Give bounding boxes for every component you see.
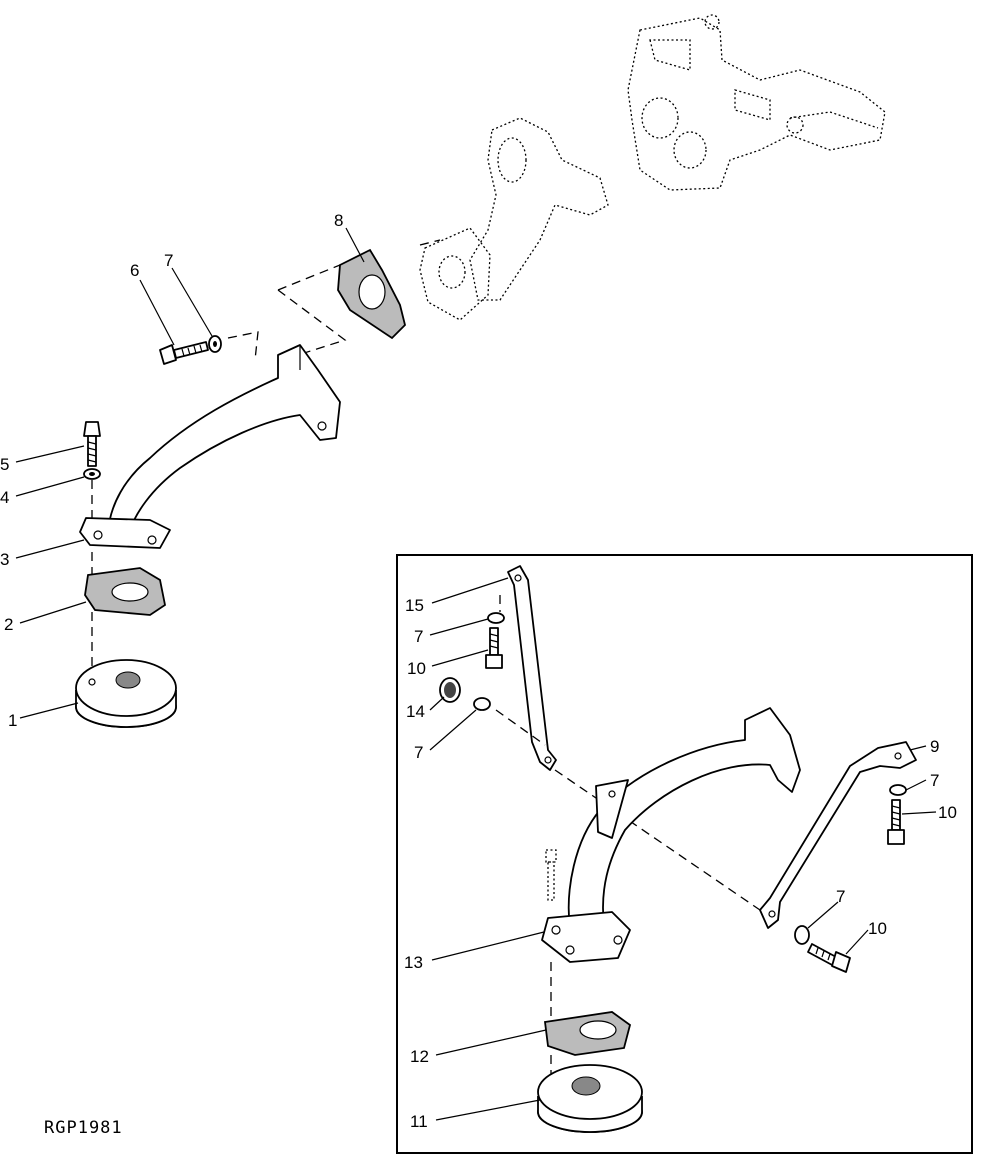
suction-pipe-3	[79, 344, 341, 549]
oil-screen-11	[537, 1064, 643, 1133]
figure-code: RGP1981	[44, 1118, 123, 1138]
callout-7-b: 7	[414, 743, 423, 762]
lock-washer-4	[83, 468, 101, 480]
leader-lines	[15, 227, 937, 1121]
suction-pipe-13	[541, 707, 801, 963]
callout-10-b: 10	[938, 803, 957, 822]
engine-block-ghost	[627, 14, 886, 191]
alignment-line-top	[227, 239, 441, 361]
callout-2: 2	[4, 615, 13, 634]
cap-screw-10-a	[485, 627, 503, 669]
callout-14: 14	[406, 702, 425, 721]
lock-nut-14	[439, 677, 461, 703]
washer-7-a	[487, 612, 505, 624]
cap-screw-10-c	[807, 943, 851, 973]
callout-5: 5	[0, 455, 9, 474]
callout-8: 8	[334, 211, 343, 230]
pump-gasket-8	[337, 248, 406, 340]
callout-4: 4	[0, 488, 9, 507]
callout-10-a: 10	[407, 659, 426, 678]
callout-labels: 5 4 3 2 1 6 7 8 15 7 10 14 7 9 7 10 7 10…	[0, 211, 957, 1131]
callout-7-d: 7	[836, 887, 845, 906]
oil-screen-1	[75, 659, 177, 728]
washer-7-d	[794, 925, 810, 945]
callout-6: 6	[130, 261, 139, 280]
support-strap-9	[759, 741, 917, 929]
callout-1: 1	[8, 711, 17, 730]
callout-3: 3	[0, 550, 9, 569]
callout-15: 15	[405, 596, 424, 615]
callout-7-a: 7	[414, 627, 423, 646]
inset-frame	[396, 554, 973, 1154]
callout-12: 12	[410, 1047, 429, 1066]
alignment-line-strap	[495, 595, 761, 911]
washer-7-b	[473, 697, 491, 711]
screen-gasket-12	[543, 1011, 632, 1056]
cap-screw-10-b	[887, 799, 905, 845]
washer-7-c	[889, 784, 907, 796]
support-strap-15	[507, 565, 557, 771]
callout-7-c: 7	[930, 771, 939, 790]
callout-10-c: 10	[868, 919, 887, 938]
cap-screw-6	[159, 341, 209, 365]
screen-gasket-2	[84, 567, 167, 616]
oil-pump-body-ghost	[419, 117, 609, 321]
callout-7-top: 7	[164, 251, 173, 270]
callout-11: 11	[410, 1112, 428, 1131]
cap-screw-5	[83, 421, 101, 467]
washer-7-top	[208, 335, 222, 353]
callout-13: 13	[404, 953, 423, 972]
cap-screw-ghost	[545, 849, 557, 901]
callout-9: 9	[930, 737, 939, 756]
